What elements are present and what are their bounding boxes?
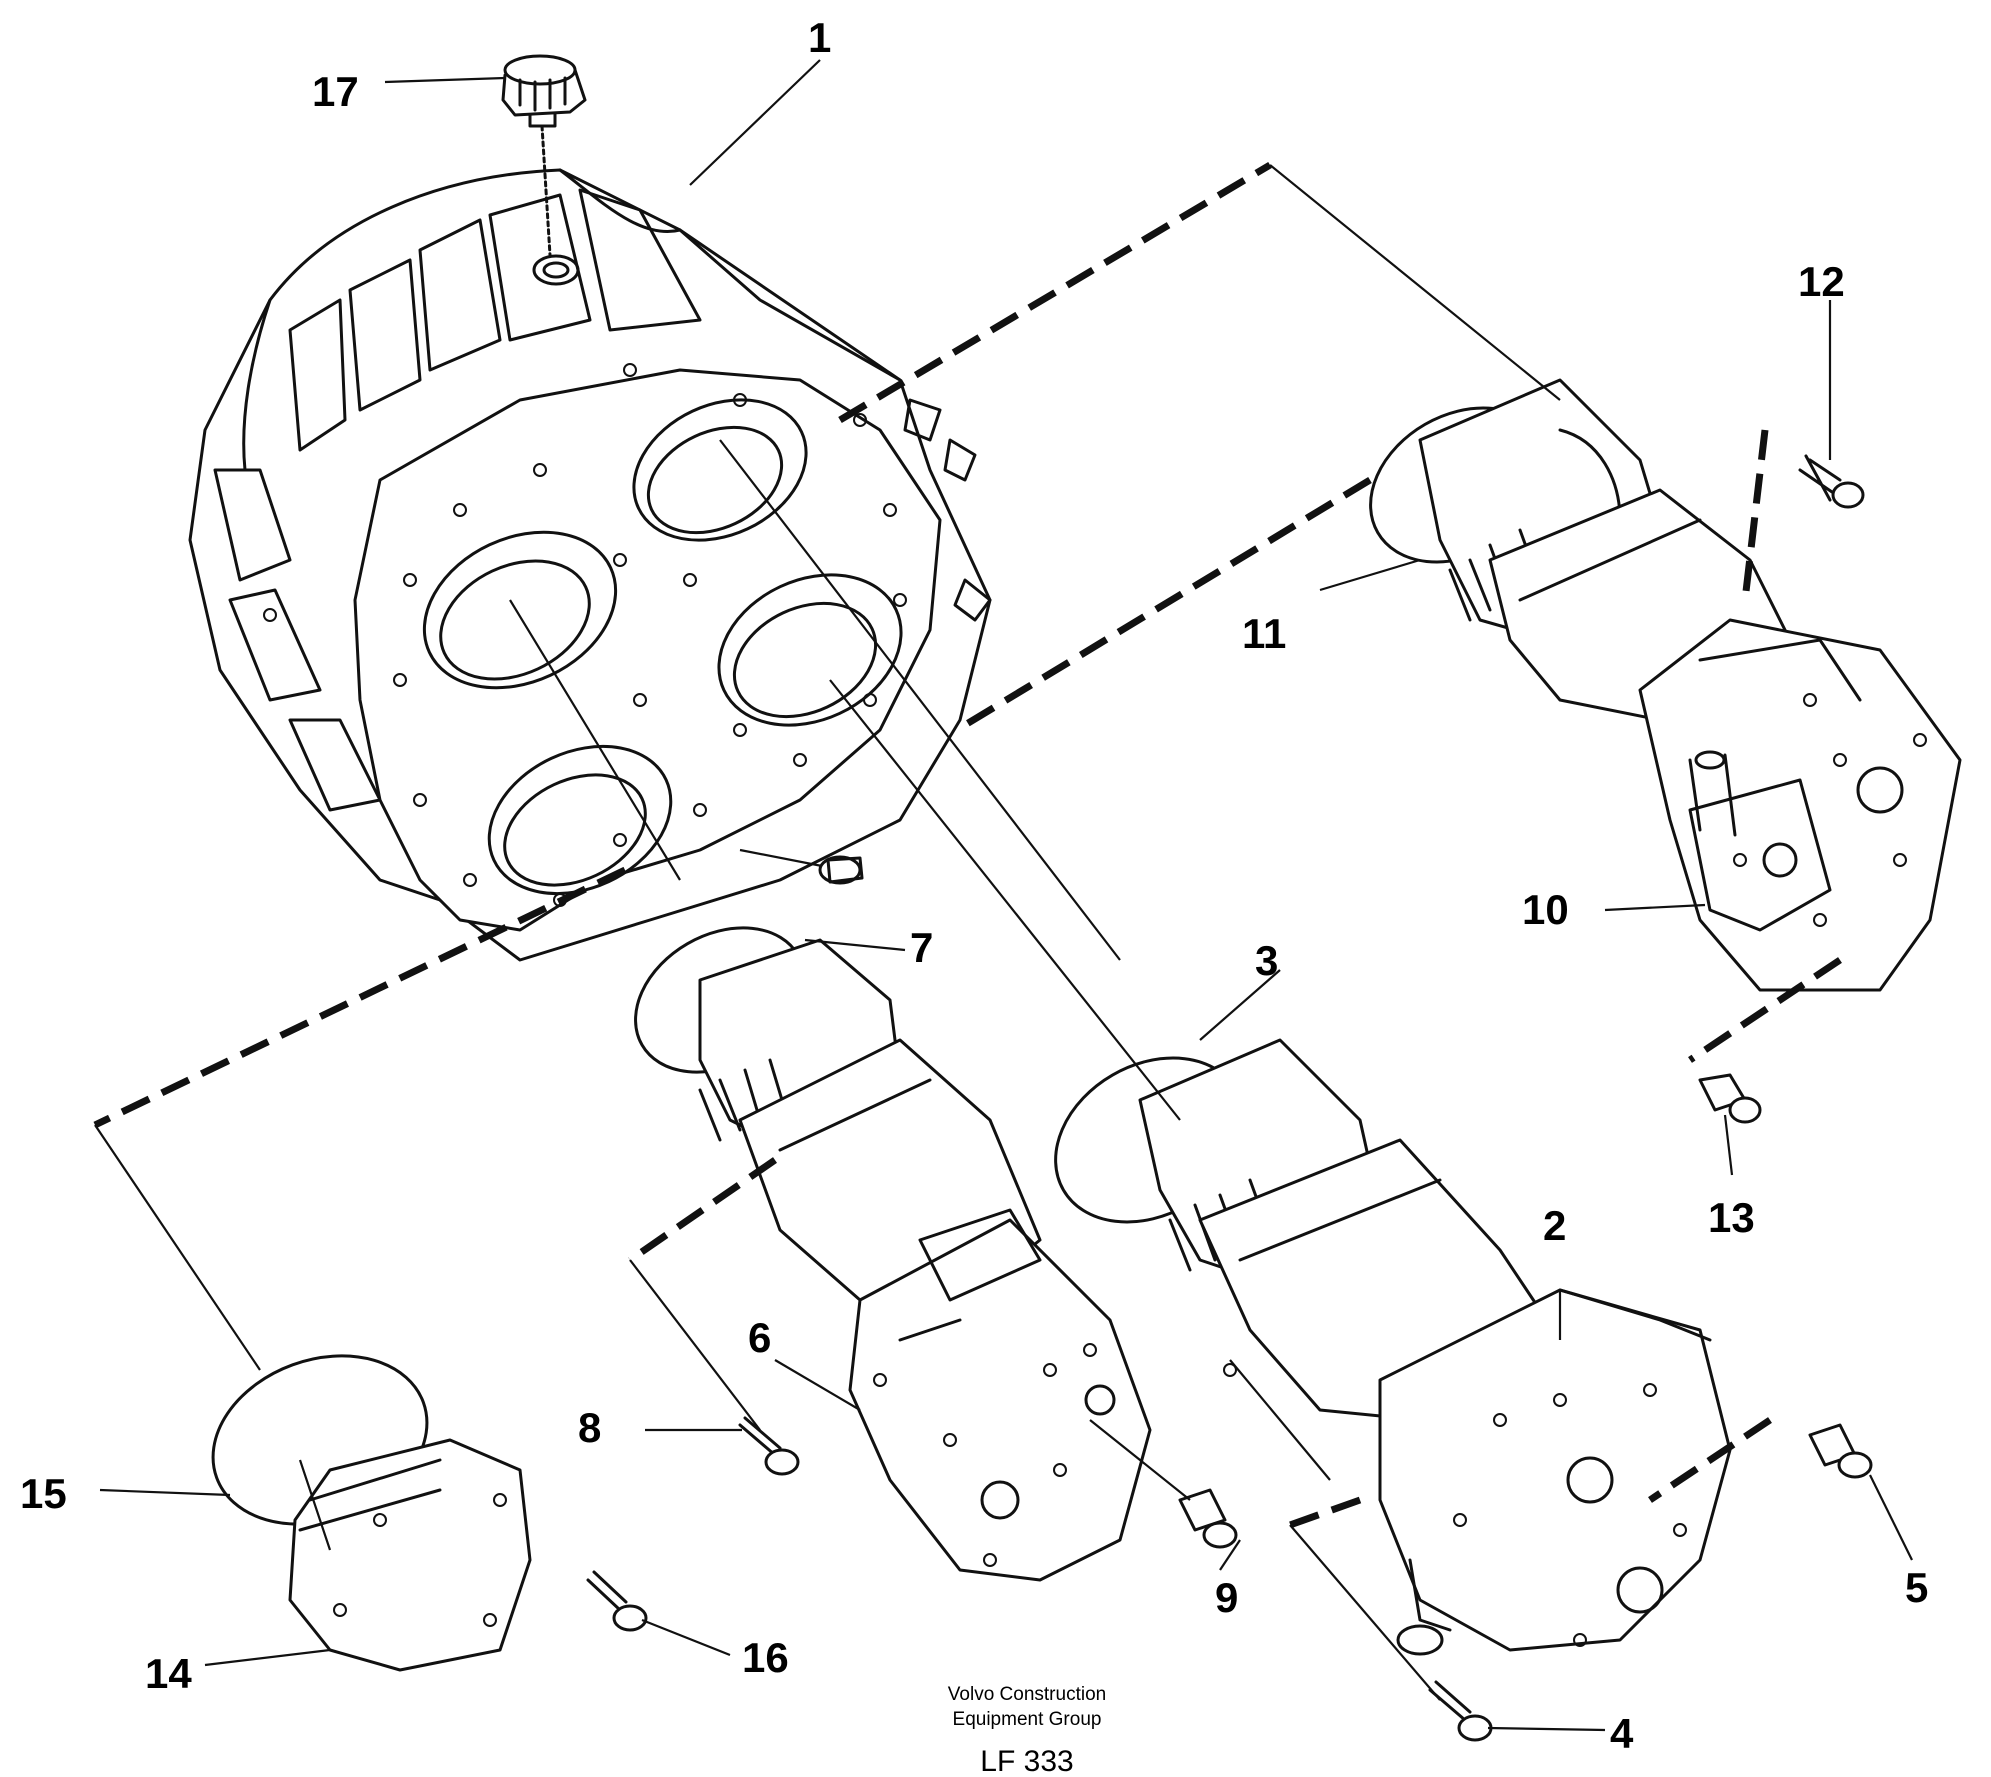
bolt-4	[1428, 1680, 1493, 1742]
callout-17: 17	[312, 68, 359, 115]
callout-14: 14	[145, 1650, 192, 1697]
callout-1: 1	[808, 14, 831, 61]
callout-8: 8	[578, 1404, 601, 1451]
motor-assembly-2	[1054, 1038, 1732, 1656]
gearbox-housing	[188, 168, 992, 962]
callout-13: 13	[1708, 1194, 1755, 1241]
motor-assembly-10	[1369, 378, 1962, 992]
callout-6: 6	[748, 1314, 771, 1361]
assembly-thin-lines	[94, 164, 1561, 1701]
callout-leaders	[99, 59, 1913, 1732]
callout-4: 4	[1610, 1710, 1634, 1757]
housing-plug	[739, 848, 864, 885]
bolt-8	[738, 1416, 800, 1476]
callout-7: 7	[910, 924, 933, 971]
filler-cap	[501, 54, 587, 257]
callout-15: 15	[20, 1470, 67, 1517]
plug-5	[1808, 1423, 1873, 1479]
motor-assembly-6	[634, 926, 1152, 1582]
callout-10: 10	[1522, 886, 1569, 933]
footer-credit: Volvo Construction Equipment Group LF 33…	[948, 1684, 1106, 1777]
callout-3: 3	[1255, 937, 1278, 984]
callout-11: 11	[1242, 610, 1286, 657]
assembly-dashed-lines	[93, 161, 1842, 1529]
footer-company-line2: Equipment Group	[953, 1709, 1102, 1730]
plug-13	[1698, 1073, 1762, 1124]
callout-labels: 1 2 3 4 5 6 7 8 9 10 11 12 13 14 15 16 1…	[20, 14, 1928, 1757]
plug-9	[1178, 1488, 1238, 1549]
callout-16: 16	[742, 1634, 789, 1681]
callout-12: 12	[1798, 258, 1845, 305]
callout-5: 5	[1905, 1564, 1928, 1611]
footer-drawing-code: LF 333	[980, 1745, 1073, 1777]
callout-2: 2	[1543, 1202, 1566, 1249]
cover-plate	[211, 1354, 532, 1672]
bolt-12	[1798, 454, 1865, 509]
callout-9: 9	[1215, 1574, 1238, 1621]
bolt-16	[586, 1570, 648, 1632]
footer-company-line1: Volvo Construction	[948, 1684, 1106, 1705]
